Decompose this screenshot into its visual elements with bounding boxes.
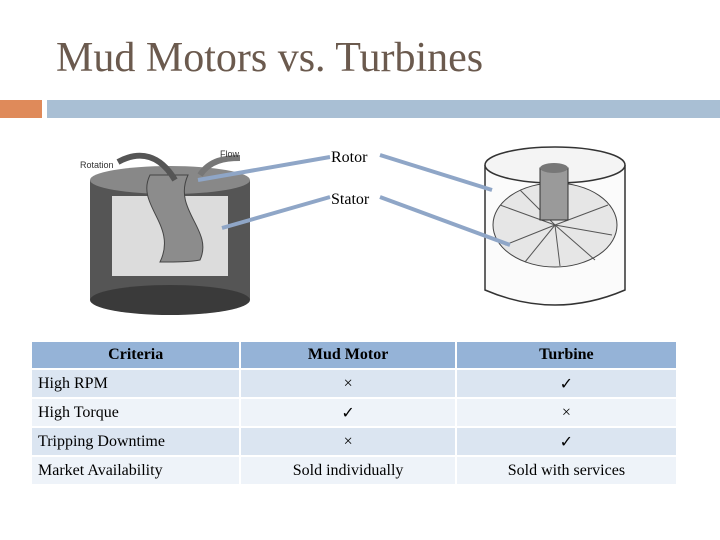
table-row: Market Availability Sold individually So…: [32, 455, 676, 484]
turbine-blade: [554, 224, 561, 267]
stator-label: Stator: [331, 191, 370, 208]
accent-bar-blue: [47, 100, 720, 118]
header-criteria: Criteria: [32, 342, 240, 368]
turbine-blade: [524, 224, 556, 263]
turbine-shaft: [539, 167, 569, 221]
turbine-blade: [554, 224, 596, 261]
rotation-arrow-icon: [116, 152, 178, 182]
motor-turbine-illustration: Rotation Flow: [80, 146, 626, 315]
cell-turbine: ✓: [456, 368, 676, 397]
stator-pointer-line-left: [221, 195, 331, 230]
cell-criteria: High RPM: [32, 368, 240, 397]
cell-turbine: ×: [456, 397, 676, 426]
table-row: Tripping Downtime × ✓: [32, 426, 676, 455]
accent-bar-orange: [0, 100, 42, 118]
mud-motor-illustration: Rotation Flow: [80, 149, 250, 315]
flow-label: Flow: [220, 149, 240, 159]
cell-turbine: ✓: [456, 426, 676, 455]
table-header-row: Criteria Mud Motor Turbine: [32, 342, 676, 368]
cell-mud-motor: ×: [241, 426, 455, 455]
header-turbine: Turbine: [456, 342, 676, 368]
comparison-table: Criteria Mud Motor Turbine High RPM × ✓ …: [30, 342, 678, 484]
cell-criteria: Market Availability: [32, 455, 240, 484]
cell-turbine: Sold with services: [456, 455, 676, 484]
rotor-pointer-line: [379, 153, 493, 192]
turbine-shaft-top: [540, 163, 568, 173]
cell-mud-motor: Sold individually: [241, 455, 455, 484]
stator-pointer-line: [379, 195, 511, 247]
turbine-blade: [554, 224, 613, 236]
table-row: High Torque ✓ ×: [32, 397, 676, 426]
cell-criteria: Tripping Downtime: [32, 426, 240, 455]
turbine-blade: [554, 204, 609, 226]
cell-mud-motor: ×: [241, 368, 455, 397]
flow-arrow-icon: [197, 155, 241, 177]
cell-criteria: High Torque: [32, 397, 240, 426]
rotation-label: Rotation: [80, 160, 114, 170]
turbine-blade: [504, 224, 556, 246]
motor-rotor-shape: [146, 174, 204, 263]
turbine-illustration: [484, 146, 626, 306]
slide-title: Mud Motors vs. Turbines: [56, 35, 484, 81]
motor-base: [90, 285, 250, 315]
turbine-blade: [499, 204, 556, 226]
cell-mud-motor: ✓: [241, 397, 455, 426]
rotor-pointer-line-left: [197, 155, 331, 182]
table-row: High RPM × ✓: [32, 368, 676, 397]
rotor-label: Rotor: [331, 149, 368, 166]
header-mud-motor: Mud Motor: [241, 342, 455, 368]
